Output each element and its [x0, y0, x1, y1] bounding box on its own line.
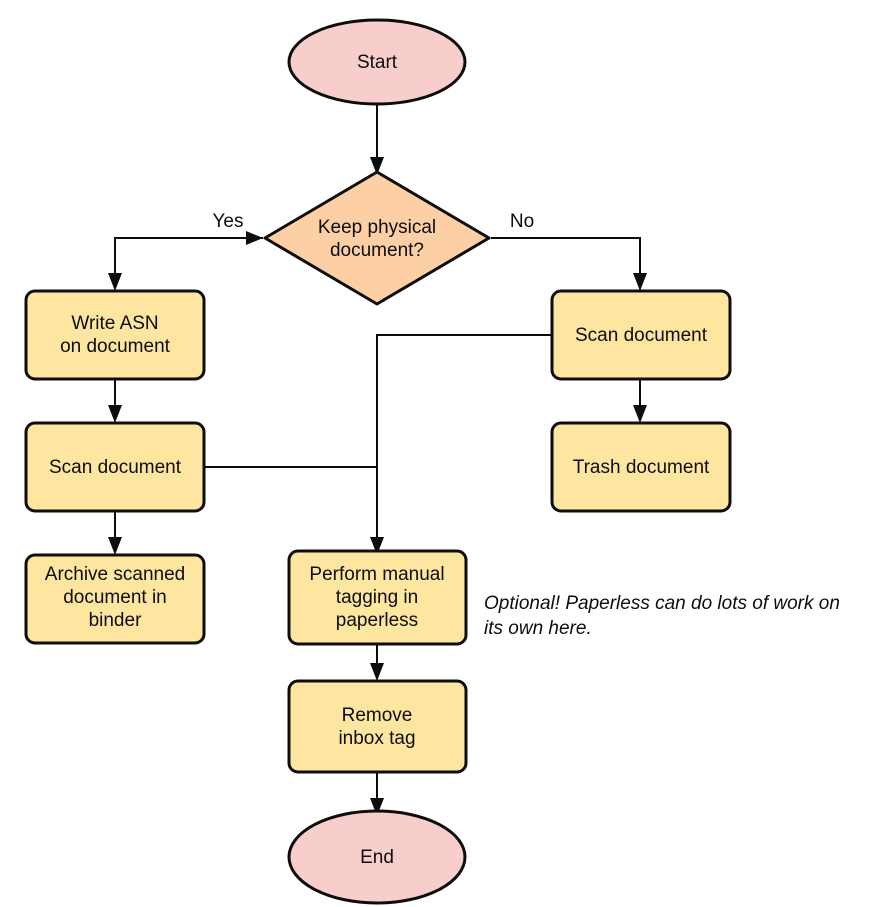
scan-document-left-box[interactable]	[24, 421, 206, 513]
edge-label-yes: Yes	[213, 211, 244, 232]
remove-inbox-box[interactable]	[287, 679, 468, 774]
start-ellipse[interactable]	[287, 18, 467, 106]
decision-diamond[interactable]	[263, 170, 491, 306]
edge-label-no: No	[510, 211, 534, 232]
arrowhead	[108, 273, 122, 291]
node-archive-scanned-document[interactable]: Archive scanned document in binder	[24, 553, 206, 645]
node-write-asn-label-line2: on document	[60, 336, 171, 357]
end-ellipse[interactable]	[287, 809, 467, 905]
arrowhead	[108, 405, 122, 423]
node-tagging-label-line2: tagging in	[336, 587, 418, 608]
node-scan-document-right-label: Scan document	[575, 325, 708, 346]
edge-decision-yes-to-write-asn: Yes	[108, 211, 263, 291]
node-start[interactable]: Start	[287, 18, 467, 106]
edge-scan-left-to-archive	[108, 511, 122, 555]
node-scan-document-left[interactable]: Scan document	[24, 421, 206, 513]
scan-document-right-box[interactable]	[550, 289, 732, 381]
edge-decision-no-to-scan-right: No	[474, 211, 647, 291]
node-scan-document-left-label: Scan document	[49, 457, 182, 478]
edge-line	[376, 334, 552, 545]
edge-scan-right-to-trash	[633, 379, 647, 423]
arrowhead	[108, 537, 122, 555]
edge-line	[491, 237, 641, 281]
archive-box[interactable]	[24, 553, 206, 645]
arrowhead	[370, 798, 384, 816]
write-asn-box[interactable]	[24, 289, 206, 381]
node-write-asn-label-line1: Write ASN	[71, 313, 158, 334]
node-end-label: End	[360, 847, 394, 868]
node-trash-document[interactable]: Trash document	[550, 421, 732, 513]
node-tagging-label-line1: Perform manual	[309, 564, 444, 585]
node-remove-inbox-tag[interactable]: Remove inbox tag	[287, 679, 468, 774]
annotation-optional-paperless: Optional! Paperless can do lots of work …	[484, 593, 840, 639]
edge-write-asn-to-scan-left	[108, 379, 122, 423]
node-archive-label-line3: binder	[89, 610, 142, 631]
arrowhead	[633, 273, 647, 291]
arrowhead	[370, 663, 384, 681]
trash-document-box[interactable]	[550, 421, 732, 513]
tagging-box[interactable]	[287, 549, 468, 646]
node-remove-inbox-label-line2: inbox tag	[338, 728, 415, 749]
arrowhead-decision-side	[246, 231, 263, 245]
node-start-label: Start	[357, 52, 398, 73]
node-archive-label-line1: Archive scanned	[45, 564, 185, 585]
node-perform-manual-tagging[interactable]: Perform manual tagging in paperless	[287, 549, 468, 646]
arrowhead	[370, 537, 384, 555]
node-tagging-label-line3: paperless	[336, 610, 418, 631]
arrowhead	[633, 405, 647, 423]
annotation-line2: its own here.	[484, 618, 592, 639]
arrowhead	[370, 157, 384, 175]
node-decision-label-line2: document?	[330, 240, 424, 261]
edge-start-to-decision	[370, 101, 384, 175]
node-decision-keep-physical-document[interactable]: Keep physical document?	[263, 170, 491, 306]
annotation-line1: Optional! Paperless can do lots of work …	[484, 593, 840, 614]
node-remove-inbox-label-line1: Remove	[342, 705, 413, 726]
edge-tagging-to-remove-inbox	[370, 644, 384, 681]
node-end[interactable]: End	[287, 809, 467, 905]
node-scan-document-right[interactable]: Scan document	[550, 289, 732, 381]
node-write-asn[interactable]: Write ASN on document	[24, 289, 206, 381]
edge-scan-right-to-tagging	[370, 334, 552, 555]
node-archive-label-line2: document in	[63, 587, 167, 608]
edge-line	[114, 237, 263, 281]
node-decision-label-line1: Keep physical	[318, 217, 436, 238]
edge-remove-inbox-to-end	[370, 772, 384, 816]
node-trash-document-label: Trash document	[573, 457, 710, 478]
